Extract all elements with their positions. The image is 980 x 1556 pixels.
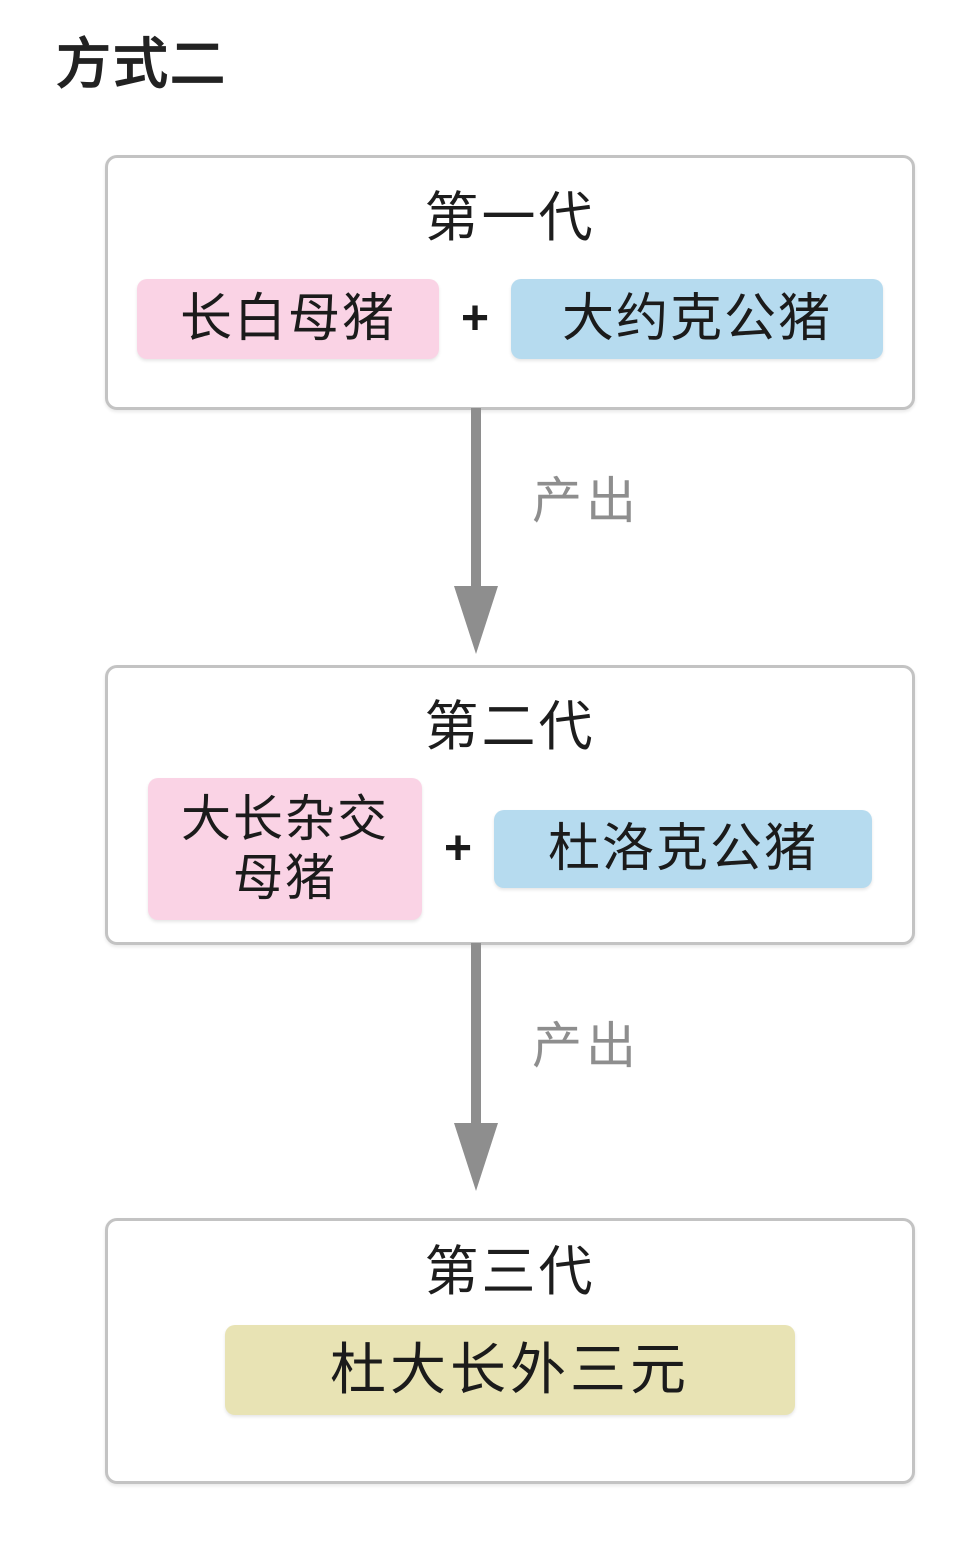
- breed-tag-female-line-1: 大长杂交: [180, 791, 389, 847]
- connector-first-to-second: 产出: [0, 408, 980, 666]
- generation-title-third: 第三代: [424, 1242, 596, 1302]
- generation-title-first: 第一代: [424, 188, 596, 248]
- generation-title-second: 第二代: [424, 697, 596, 757]
- breed-tag-female-dachang-hybrid: 大长杂交 母猪: [147, 778, 422, 920]
- plus-sign-second: +: [443, 822, 473, 875]
- breed-tag-male-duroc: 杜洛克公猪: [494, 810, 873, 888]
- generation-card-third: 第三代 杜大长外三元: [105, 1218, 915, 1484]
- connector-label-first: 产出: [532, 473, 640, 529]
- connector-label-second: 产出: [532, 1018, 640, 1074]
- connector-second-to-third: 产出: [0, 943, 980, 1219]
- cross-row-first: 长白母猪 + 大约克公猪: [108, 279, 912, 359]
- arrow-down-icon-first: [454, 408, 498, 654]
- breed-tag-male-yorkshire: 大约克公猪: [511, 279, 884, 359]
- breed-tag-result-du-da-chang-wai-sanyuan: 杜大长外三元: [225, 1325, 795, 1415]
- generation-card-first: 第一代 长白母猪 + 大约克公猪: [105, 155, 915, 410]
- cross-row-second: 大长杂交 母猪 + 杜洛克公猪: [108, 778, 912, 920]
- breed-tag-female-line-2: 母猪: [232, 850, 337, 906]
- generation-card-second: 第二代 大长杂交 母猪 + 杜洛克公猪: [105, 665, 915, 945]
- plus-sign-first: +: [460, 292, 490, 345]
- arrow-down-icon-second: [454, 943, 498, 1191]
- page-title: 方式二: [56, 33, 228, 95]
- breed-tag-female-changbai: 长白母猪: [136, 279, 439, 359]
